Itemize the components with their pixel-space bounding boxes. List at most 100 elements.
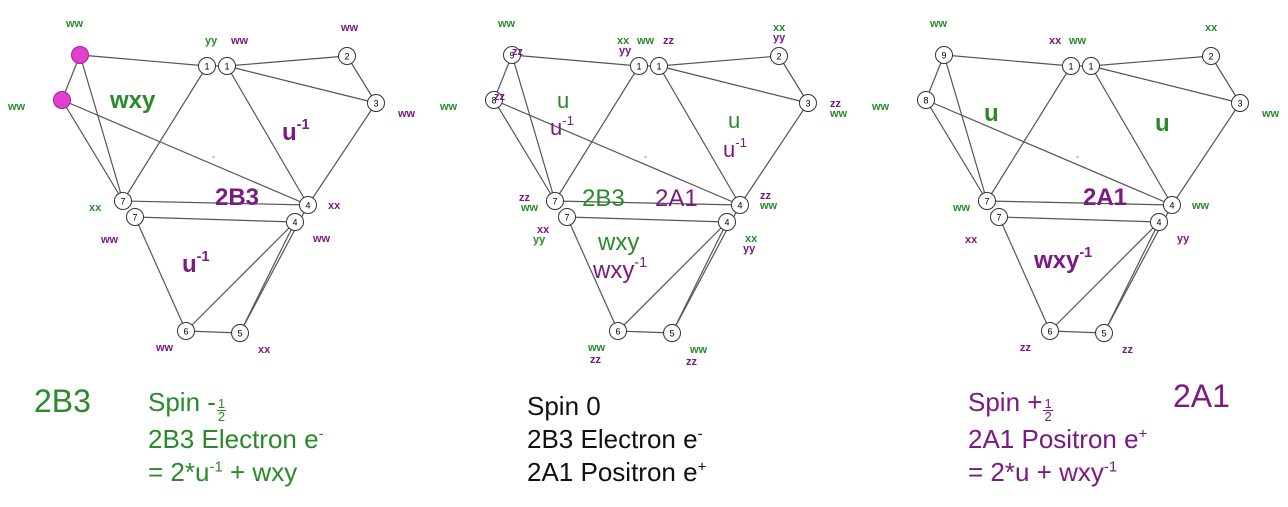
edge-9 — [778, 55, 809, 104]
edge-6 — [122, 65, 208, 202]
node-tag: xx — [745, 233, 758, 245]
caption-left-electron-text: 2B3 Electron e — [148, 424, 319, 454]
node-tag: zz — [590, 354, 602, 366]
node-tag: ww — [871, 101, 890, 113]
caption-left-formula-a: = 2*u — [148, 457, 210, 487]
node-9 — [731, 196, 749, 214]
node-11 — [1041, 322, 1059, 340]
node-8 — [558, 208, 576, 226]
node-2 — [917, 91, 935, 109]
node-label: 6 — [183, 327, 188, 337]
node-5 — [1202, 47, 1220, 65]
edge-3 — [511, 54, 556, 202]
node-tag: zz — [1020, 342, 1032, 354]
node-label: 7 — [996, 213, 1001, 223]
center-mark: - — [644, 152, 647, 163]
edge-0 — [943, 54, 1072, 67]
node-tag: ww — [829, 108, 848, 120]
caption-right-title-text: 2A1 — [1173, 378, 1230, 414]
edge-13 — [134, 216, 296, 223]
node-label: 1 — [636, 62, 641, 72]
node-label: 3 — [805, 99, 810, 109]
node-tag: ww — [952, 202, 971, 214]
edge-13 — [998, 216, 1160, 223]
edge-12 — [122, 200, 309, 206]
fraction-numerator: 1 — [216, 396, 227, 411]
node-tag: yy — [619, 45, 632, 57]
caption-middle-electron: 2B3 Electron e- — [527, 423, 706, 456]
node-tag: ww — [520, 202, 539, 214]
edge-3 — [79, 54, 124, 202]
node-1 — [503, 46, 521, 64]
node-tag: ww — [397, 108, 416, 120]
node-label: 6 — [1047, 327, 1052, 337]
node-7 — [978, 192, 996, 210]
node-5 — [770, 47, 788, 65]
node-tag: xx — [537, 224, 550, 236]
node-8 — [990, 208, 1008, 226]
caption-middle-positron: 2A1 Positron e+ — [527, 456, 706, 489]
caption-left-electron: 2B3 Electron e- — [148, 423, 324, 456]
node-tag: ww — [230, 35, 249, 47]
node-label: 4 — [1156, 218, 1161, 228]
edge-17 — [1049, 330, 1105, 334]
edge-8 — [226, 65, 377, 104]
node-tag: yy — [743, 243, 756, 255]
node-12 — [1095, 324, 1113, 342]
node-1 — [71, 46, 89, 64]
node-12 — [663, 324, 681, 342]
edge-8 — [1090, 65, 1241, 104]
edge-9 — [346, 55, 377, 104]
node-label: 4 — [292, 218, 297, 228]
caption-right-spin-prefix: Spin + — [968, 387, 1043, 417]
edge-15 — [617, 221, 728, 332]
edge-14 — [134, 216, 187, 332]
edge-14 — [566, 216, 619, 332]
caption-middle-positron-text: 2A1 Positron e — [527, 457, 698, 487]
edge-0 — [79, 54, 208, 67]
node-tag: zz — [1122, 344, 1134, 356]
region-label-wxy-inverse: wxy-1 — [592, 255, 647, 284]
node-tag: ww — [7, 101, 26, 113]
node-label: 4 — [724, 218, 729, 228]
region-label-wxy-inverse: wxy-1 — [1033, 245, 1092, 274]
region-label-u-inverse: u-1 — [550, 113, 574, 140]
edge-6 — [986, 65, 1072, 202]
caption-middle-positron-sup: + — [697, 458, 707, 476]
node-label: 7 — [564, 213, 569, 223]
node-tag: zz — [512, 46, 524, 58]
node-tag: yy — [533, 234, 546, 246]
region-label-u: u — [557, 88, 569, 113]
caption-right-positron: 2A1 Positron e+ — [968, 423, 1147, 456]
node-tag: ww — [587, 342, 606, 354]
fraction-denominator: 2 — [1044, 409, 1052, 424]
node-tag: xx — [773, 22, 786, 34]
node-tag: ww — [439, 101, 458, 113]
node-11 — [177, 322, 195, 340]
caption-left-electron-sup: - — [318, 425, 324, 443]
edge-7 — [658, 55, 780, 67]
region-label-u: u — [984, 100, 999, 127]
node-label: 2 — [344, 52, 349, 62]
node-tag: ww — [100, 234, 119, 246]
edge-10 — [226, 65, 309, 206]
caption-right-formula-a: = 2*u + wxy — [968, 457, 1104, 487]
node-tag: zz — [519, 192, 531, 204]
caption-right-positron-text: 2A1 Positron e — [968, 424, 1139, 454]
node-label: 4 — [1169, 201, 1174, 211]
node-label: 7 — [984, 197, 989, 207]
node-tag: ww — [1191, 200, 1210, 212]
fraction-denominator: 2 — [217, 409, 226, 424]
node-6 — [1231, 94, 1249, 112]
node-label: 2 — [1208, 52, 1213, 62]
node-label: 9 — [509, 51, 514, 61]
node-tag: ww — [1261, 108, 1280, 120]
edge-11 — [307, 102, 377, 206]
node-2 — [53, 91, 71, 109]
